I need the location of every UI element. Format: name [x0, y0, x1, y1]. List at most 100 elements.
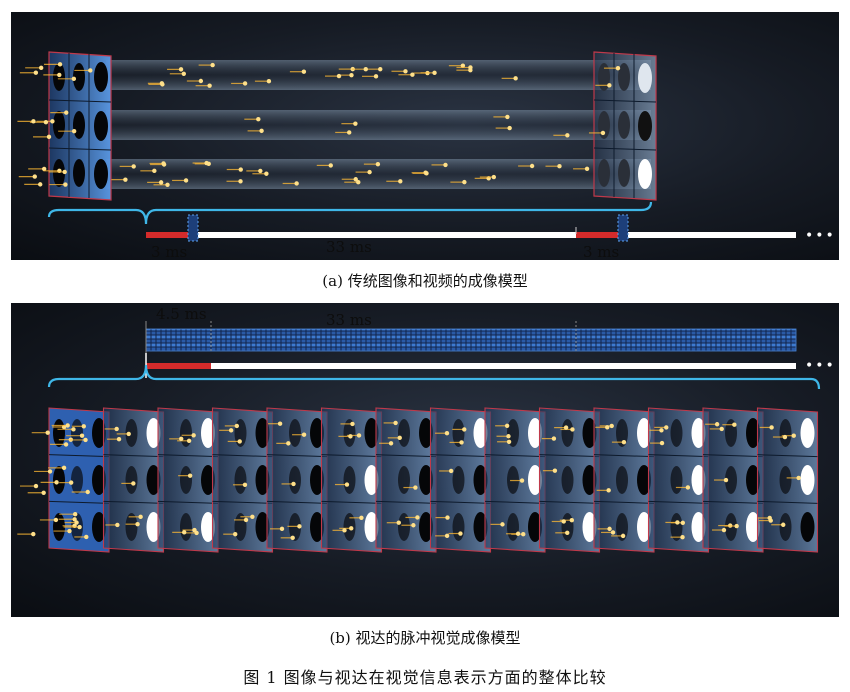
photon: [435, 515, 450, 520]
photon: [74, 534, 89, 540]
photon: [596, 488, 611, 493]
photon: [49, 182, 68, 187]
photon: [172, 178, 189, 183]
photon: [495, 125, 512, 131]
spike-frame: [157, 407, 219, 553]
photon: [506, 531, 521, 536]
photon: [24, 182, 43, 187]
sensor-frame-end: [593, 51, 657, 201]
photon: [119, 164, 136, 169]
photon: [148, 82, 165, 87]
photon: [71, 424, 86, 429]
photon: [362, 74, 379, 79]
photon: [650, 440, 665, 446]
photon: [125, 521, 140, 527]
photon: [649, 428, 664, 433]
photon: [153, 182, 170, 187]
photon: [675, 485, 691, 490]
photon: [439, 468, 454, 474]
photon: [181, 433, 196, 438]
interval-label: 33 ms: [326, 238, 372, 256]
photon: [186, 78, 204, 84]
photon: [351, 66, 368, 72]
spike-frame: [211, 407, 274, 553]
photon: [17, 531, 36, 537]
photon: [722, 422, 737, 427]
spike-frame: [702, 407, 764, 553]
photon: [434, 431, 450, 436]
photon: [59, 480, 74, 485]
photon: [709, 426, 724, 432]
photon: [412, 171, 429, 176]
photon: [501, 76, 518, 81]
photon: [603, 65, 621, 71]
photon: [588, 130, 606, 136]
timeline-brace-b: [47, 364, 821, 390]
photon: [140, 168, 157, 174]
photon: [493, 114, 510, 120]
photon: [128, 514, 143, 520]
photon: [111, 177, 128, 182]
photon: [551, 519, 566, 524]
photon: [43, 72, 62, 78]
photon: [276, 441, 291, 446]
photon: [340, 421, 355, 427]
photon: [595, 83, 612, 88]
figure-caption: 图 1 图像与视达在视觉信息表示方面的整体比较: [243, 668, 607, 687]
photon: [57, 427, 76, 432]
timeline-ellipsis: •••: [805, 228, 836, 244]
photon: [771, 522, 786, 527]
sensor-frame-start: [48, 51, 112, 201]
photon: [379, 441, 394, 446]
photon: [595, 425, 610, 430]
photon: [182, 527, 197, 533]
photon: [33, 134, 52, 140]
spike-frame: [429, 407, 492, 553]
photon: [169, 436, 184, 442]
photon: [341, 121, 358, 126]
photon: [724, 523, 739, 529]
photon: [665, 520, 680, 525]
photon: [363, 161, 381, 167]
photon: [448, 531, 463, 536]
photon-streams: [17, 62, 621, 187]
photon: [383, 420, 398, 426]
photon: [435, 533, 450, 539]
photon: [198, 62, 215, 68]
photon: [195, 83, 212, 88]
photon: [510, 478, 525, 483]
traditional-imaging-panel: ••• 3 ms 33 ms 3 ms: [11, 12, 839, 260]
photon: [711, 527, 727, 533]
spike-stream-bar: [145, 328, 797, 352]
photon: [224, 423, 240, 429]
photon: [63, 524, 82, 530]
photon: [292, 432, 307, 437]
photon: [234, 517, 249, 523]
photon: [386, 520, 401, 525]
photon: [247, 128, 264, 134]
photon: [51, 423, 70, 428]
photon: [246, 168, 263, 174]
photon: [48, 169, 67, 175]
timeline-bar-b: [145, 353, 796, 378]
photon: [104, 426, 119, 432]
photon: [495, 423, 510, 429]
photon: [44, 62, 63, 67]
photon: [282, 181, 299, 186]
interval-label-b: 33 ms: [326, 311, 372, 329]
photon: [58, 128, 77, 134]
window-label: 4.5 ms: [156, 305, 207, 323]
timeline-bar: [146, 214, 796, 242]
photon: [280, 535, 295, 541]
photon: [177, 438, 192, 443]
spike-frame: [102, 407, 165, 553]
photon: [121, 481, 136, 486]
panel-b-caption: (b) 视达的脉冲视觉成像模型: [329, 629, 521, 647]
photon: [105, 522, 120, 528]
photon: [559, 518, 575, 523]
panel-a-caption: (a) 传统图像和视频的成像模型: [322, 272, 528, 290]
photon: [431, 162, 448, 168]
photon: [497, 439, 512, 444]
photon: [611, 439, 627, 445]
photon: [705, 422, 720, 427]
